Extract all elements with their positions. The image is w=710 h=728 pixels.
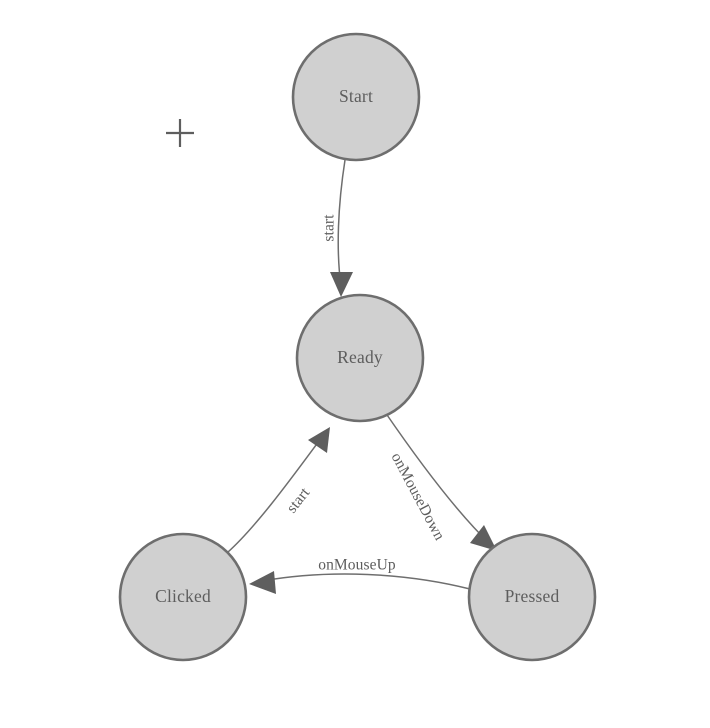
node-start-label: Start (339, 86, 373, 106)
node-clicked-label: Clicked (155, 586, 211, 606)
node-pressed[interactable]: Pressed (467, 532, 597, 662)
edge-clicked-to-ready[interactable]: start (227, 427, 330, 553)
node-clicked-circle (118, 532, 248, 662)
edge-path-pressed-to-clicked (261, 573, 471, 590)
edge-label-pressed-to-clicked: onMouseUp (318, 557, 396, 574)
arrowhead-pressed-to-clicked (249, 571, 276, 594)
crosshair-icon (166, 119, 194, 147)
edge-pressed-to-clicked[interactable]: onMouseUp (249, 557, 471, 594)
edge-start-to-ready[interactable]: start (321, 159, 353, 297)
edge-label-clicked-to-ready: start (283, 484, 313, 516)
node-clicked[interactable]: Clicked (118, 532, 248, 662)
arrowhead-clicked-to-ready (308, 427, 330, 453)
arrowhead-ready-to-pressed (470, 525, 497, 551)
node-pressed-label: Pressed (505, 586, 560, 606)
node-start[interactable]: Start (291, 32, 421, 162)
arrowhead-start-to-ready (330, 272, 353, 297)
node-start-circle (291, 32, 421, 162)
edge-label-ready-to-pressed: onMouseDown (388, 450, 448, 543)
edge-label-start-to-ready: start (321, 214, 338, 242)
node-ready-circle (295, 293, 425, 423)
edge-path-ready-to-pressed (384, 411, 490, 544)
edge-path-clicked-to-ready (227, 436, 323, 553)
node-ready[interactable]: Ready (295, 293, 425, 423)
edge-path-start-to-ready (337, 159, 346, 287)
node-pressed-circle (467, 532, 597, 662)
node-ready-label: Ready (337, 347, 383, 367)
edge-ready-to-pressed[interactable]: onMouseDown (384, 411, 497, 551)
